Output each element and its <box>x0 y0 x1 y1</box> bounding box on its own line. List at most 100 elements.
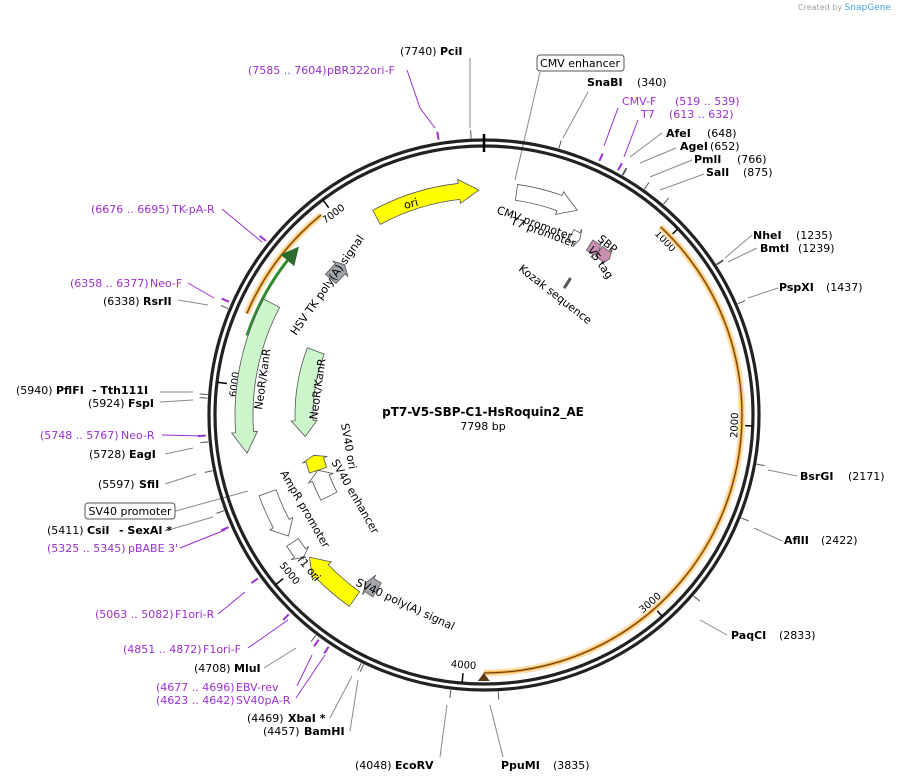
site-name-agei: AgeI <box>680 140 708 153</box>
primer-name-f1ori-r: F1ori-R <box>175 608 215 621</box>
plasmid-name: pT7-V5-SBP-C1-HsRoquin2_AE <box>382 405 584 420</box>
sbp-arrow <box>585 239 603 259</box>
site-name-fspi: FspI <box>128 397 154 410</box>
primer-range-f1ori-f: (4851 .. 4872) <box>123 643 202 656</box>
primer-range-sv40pa-r: (4623 .. 4642) <box>156 694 235 707</box>
feature-label-kozak: Kozak sequence <box>516 262 594 327</box>
insert-arc <box>483 225 744 675</box>
primer-name-pbabe-3: pBABE 3' <box>128 542 178 555</box>
ampr-promoter-arrow <box>258 489 294 537</box>
site-name-bmti: BmtI <box>760 242 789 255</box>
site-name-sexai: - SexAI * <box>119 524 172 537</box>
site-name-csii: CsiI <box>87 524 109 537</box>
site-name-ecorv: EcoRV <box>395 759 434 772</box>
site-pos-ppumi: (3835) <box>553 759 590 772</box>
insert-arc-core <box>483 226 743 674</box>
primer-mark-cmv-f <box>598 153 604 162</box>
site-name-sfii: SfiI <box>139 478 159 491</box>
site-pos-eagi: (5728) <box>89 448 126 461</box>
ori-arrow <box>372 178 480 225</box>
primer-range-neo-r: (5748 .. 5767) <box>40 429 119 442</box>
site-tick-rsrii <box>220 305 229 310</box>
tick-mark <box>461 673 464 684</box>
tick-label: 4000 <box>450 659 476 672</box>
site-name-pmli: PmlI <box>694 153 721 166</box>
site-pos-bamhi: (4457) <box>263 725 300 738</box>
primer-mark-neo-r <box>197 434 206 438</box>
f1-ori-arrow <box>309 556 361 607</box>
tick-label: 7000 <box>320 202 347 226</box>
primer-mark-tk-pa-r <box>259 235 267 242</box>
primer-name-cmv-f: CMV-F <box>622 95 656 108</box>
insert-arc-core <box>246 214 322 314</box>
site-tick-pspxi <box>737 300 746 305</box>
plasmid-length: 7798 bp <box>460 420 505 433</box>
primer-name-neo-r: Neo-R <box>121 429 155 442</box>
sv40-promoter-box <box>84 502 176 520</box>
primer-mark-f1ori-r <box>250 577 259 584</box>
primer-name-tk-pa-r: TK-pA-R <box>171 203 215 216</box>
sv40-ori-box <box>302 454 328 474</box>
insert-arc-glow <box>483 224 746 677</box>
site-tick-eagi <box>200 441 209 444</box>
site-tick-pflfi <box>199 393 208 396</box>
primer-name-neo-f: Neo-F <box>150 277 182 290</box>
primer-range-f1ori-r: (5063 .. 5082) <box>95 608 174 621</box>
primer-mark-ebv-rev <box>313 639 320 647</box>
site-name-xbai: XbaI * <box>288 712 326 725</box>
feature-label-sv40-polya: SV40 poly(A) signal <box>354 576 457 633</box>
site-pos-pmli: (766) <box>737 153 767 166</box>
site-name-snabi: SnaBI <box>587 76 623 89</box>
primer-range-tk-pa-r: (6676 .. 6695) <box>91 203 170 216</box>
snapgene-credit: Created by SnapGene <box>798 3 891 13</box>
orf-arc <box>245 246 299 337</box>
primer-mark-f1ori-f <box>282 613 290 621</box>
site-name-mlui: MluI <box>234 662 261 675</box>
primer-mark-neo-f <box>221 297 230 303</box>
primer-name-ebv-rev: EBV-rev <box>236 681 279 694</box>
site-tick-snabi <box>558 140 562 149</box>
site-tick-agei <box>622 168 628 176</box>
kozak-mark <box>562 277 572 290</box>
site-pos-afei: (648) <box>707 127 737 140</box>
primer-mark-t7 <box>617 162 623 171</box>
tick-mark <box>216 381 228 385</box>
primer-range-ebv-rev: (4677 .. 4696) <box>156 681 235 694</box>
primer-range-pbr322ori-f: (7585 .. 7604) <box>248 64 327 77</box>
site-pos-bsrgi: (2171) <box>848 470 885 483</box>
primer-range-t7: (613 .. 632) <box>669 108 734 121</box>
cmv-enhancer-box <box>536 54 625 72</box>
neokanr-outer-arrow <box>230 298 281 454</box>
primer-range-pbabe-3: (5325 .. 5345) <box>47 542 126 555</box>
site-tick-nhei <box>716 259 724 265</box>
ampr-promoter-small-arrow <box>286 537 310 560</box>
site-pos-paqci: (2833) <box>779 629 816 642</box>
feature-arrows <box>230 178 613 607</box>
site-name-rsrii: RsrII <box>143 295 172 308</box>
site-name-sali: SalI <box>706 166 729 179</box>
sv40-enhancer-box <box>307 469 338 501</box>
v5-tag-arrow <box>594 245 613 265</box>
site-pos-sali: (875) <box>743 166 773 179</box>
feature-label-ori: ori <box>402 196 419 212</box>
site-pos-aflii: (2422) <box>821 534 858 547</box>
tick-mark <box>274 578 284 586</box>
site-tick-sfii <box>204 470 213 473</box>
tick-mark <box>322 199 330 209</box>
neokanr-inner-arrow <box>290 347 325 438</box>
site-tick-mlui <box>310 634 317 642</box>
site-pos-agei: (652) <box>710 140 740 153</box>
site-name-bsrgi: BsrGI <box>800 470 833 483</box>
primer-mark-pbr322ori-f <box>436 131 440 140</box>
site-name-tth111i: - Tth111I <box>92 384 148 397</box>
site-tick-sali <box>663 197 670 205</box>
site-name-bamhi: BamHI <box>304 725 345 738</box>
site-pos-xbai: (4469) <box>247 712 284 725</box>
sv40-promoter-label: SV40 promoter <box>88 505 172 518</box>
site-name-pcii: PciI <box>440 45 462 58</box>
site-name-nhei: NheI <box>753 229 782 242</box>
site-pos-rsrii: (6338) <box>103 295 140 308</box>
site-tick-bamhi <box>359 664 365 672</box>
site-pos-mlui: (4708) <box>194 662 231 675</box>
